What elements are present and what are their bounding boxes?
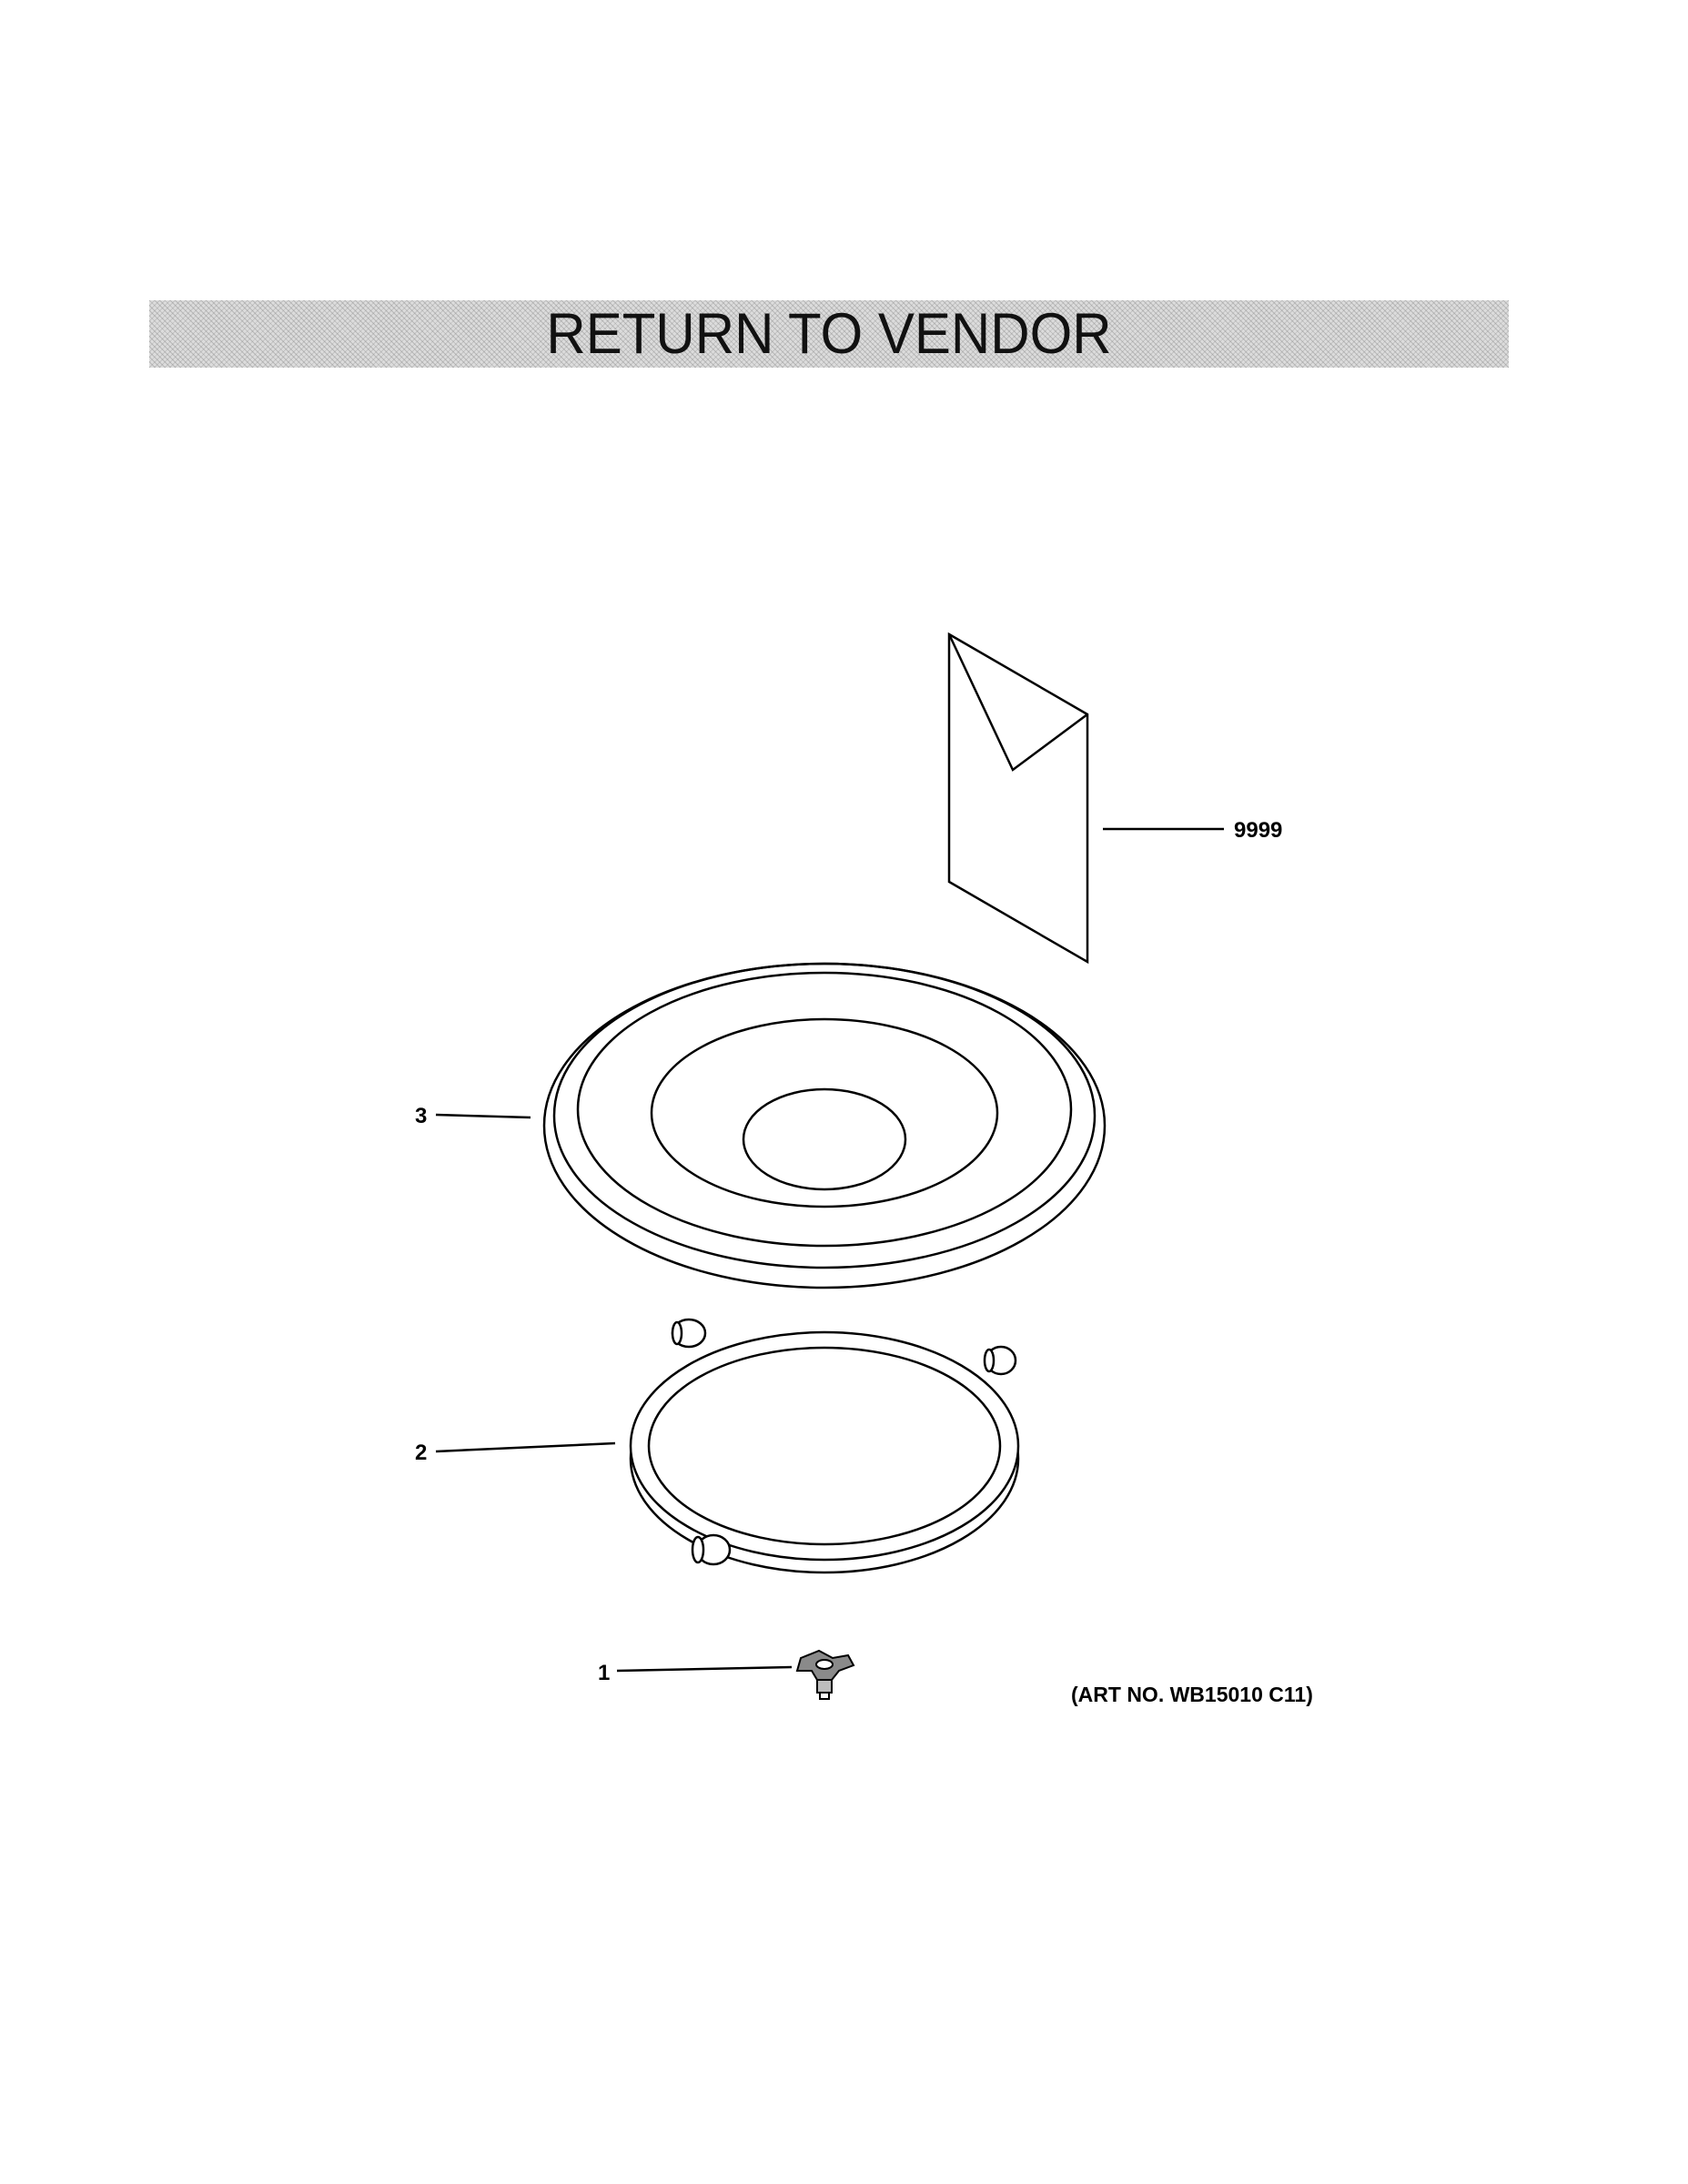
callout-label-2: 2: [415, 1441, 427, 1465]
callout-label-3: 3: [415, 1104, 427, 1128]
leader-line-1: [616, 1665, 793, 1673]
callout-label-9999: 9999: [1234, 818, 1282, 843]
roller-ring-icon: [629, 1318, 1020, 1574]
page-title: RETURN TO VENDOR: [546, 301, 1112, 366]
turntable-tray-icon: [542, 962, 1107, 1289]
envelope-icon: [947, 632, 1089, 965]
art-number-label: (ART NO. WB15010 C11): [1071, 1683, 1313, 1706]
coupler-icon: [795, 1649, 855, 1700]
leader-line-3: [435, 1113, 531, 1119]
header-banner: RETURN TO VENDOR: [149, 300, 1509, 368]
callout-label-1: 1: [598, 1661, 610, 1685]
leader-line-2: [435, 1441, 616, 1453]
